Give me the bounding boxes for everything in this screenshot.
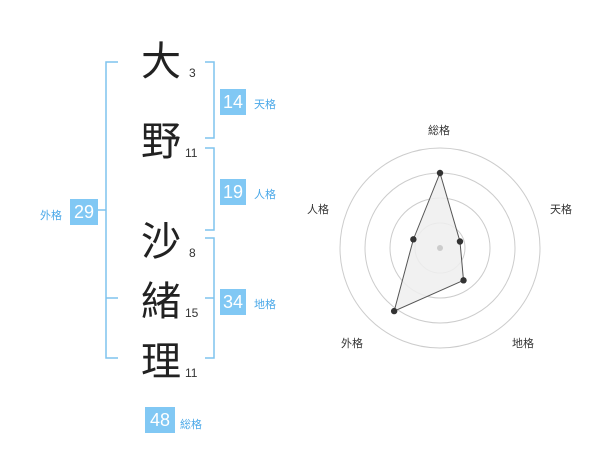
jinkaku-label: 人格 [254, 188, 276, 201]
soukaku-value: 48 [145, 407, 175, 433]
name-char-5: 理 [141, 339, 181, 385]
radar-axis-label-jinkaku: 人格 [307, 203, 329, 216]
radar-ring-4 [339, 147, 541, 349]
radar-points [390, 169, 467, 315]
radar-point-2 [460, 277, 467, 284]
radar-axis-label-chikaku: 地格 [512, 337, 534, 350]
tenkaku-label: 天格 [254, 98, 276, 111]
stroke-count-3: 8 [189, 246, 196, 260]
soukaku-label: 総格 [180, 418, 202, 431]
radar-point-0 [436, 169, 444, 177]
bracket-jinkaku [205, 147, 215, 231]
chikaku-value: 34 [220, 289, 246, 315]
name-char-3: 沙 [141, 219, 181, 265]
name-char-2: 野 [141, 119, 181, 165]
radar-axis-label-gaikaku: 外格 [341, 337, 363, 350]
radar-point-4 [410, 236, 417, 243]
gaikaku-label: 外格 [40, 209, 62, 222]
chikaku-label: 地格 [254, 298, 276, 311]
stroke-count-4: 15 [185, 306, 199, 320]
name-char-4: 緒 [141, 279, 181, 325]
radar-point-1 [456, 238, 464, 245]
radar-axis-label-tenkaku: 天格 [550, 203, 572, 216]
radar-point-3 [390, 307, 398, 315]
radar-center-dot [437, 245, 443, 251]
gaikaku-value: 29 [70, 199, 98, 225]
name-char-1: 大 [141, 39, 181, 85]
bracket-tenkaku [205, 61, 215, 139]
radar-axis-label-soukaku: 総格 [428, 124, 450, 137]
stroke-count-5: 11 [185, 366, 198, 380]
stroke-count-1: 3 [189, 66, 196, 80]
stroke-count-2: 11 [185, 146, 198, 160]
tenkaku-value: 14 [220, 89, 246, 115]
radar-polygon [393, 171, 465, 312]
jinkaku-value: 19 [220, 179, 246, 205]
